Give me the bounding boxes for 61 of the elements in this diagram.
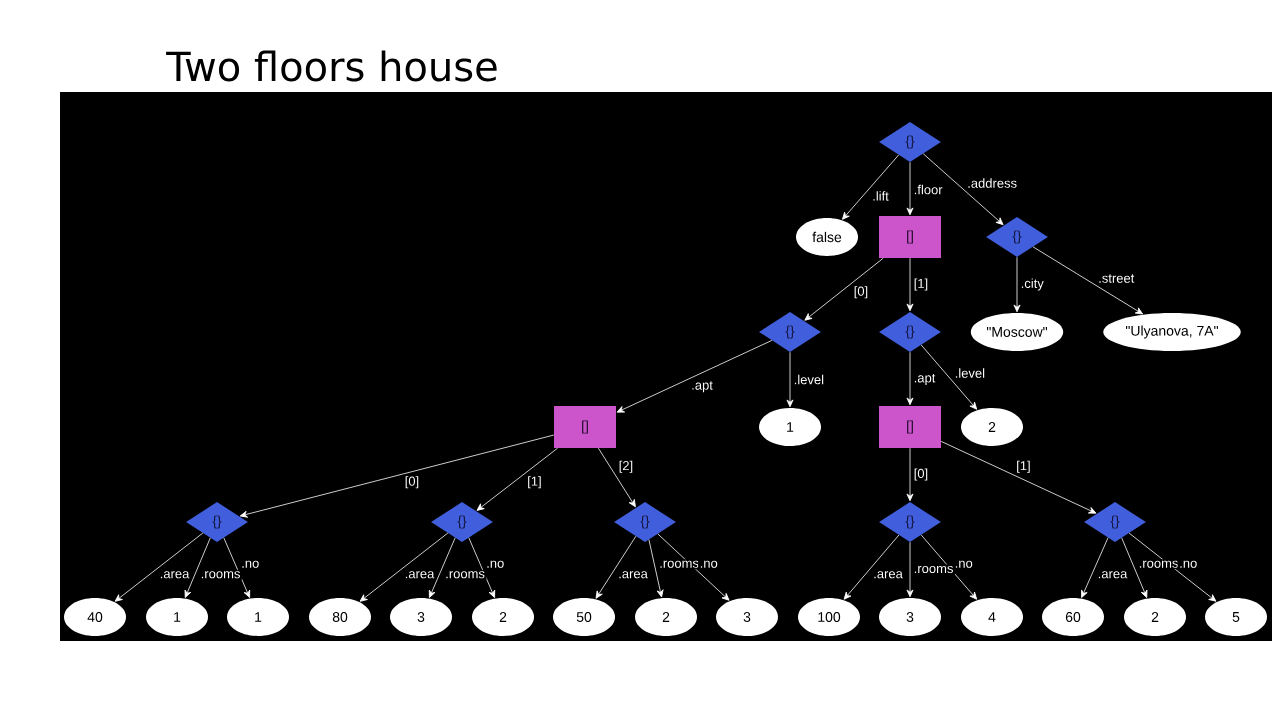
array-box: [] (554, 406, 616, 448)
arrow (1032, 246, 1144, 315)
edge-label: .no (239, 559, 261, 570)
diamond-node: {} (614, 502, 676, 542)
arrow (476, 447, 558, 511)
arrow (906, 541, 914, 598)
arrow (595, 535, 637, 599)
edge-label: .no (953, 559, 975, 570)
arrow (616, 340, 773, 413)
edge-label: .no (484, 559, 506, 570)
arrow (1013, 256, 1021, 313)
edge-label: .floor (912, 183, 945, 196)
arrow (1081, 537, 1109, 598)
arrow (842, 154, 900, 220)
arrow (920, 344, 978, 410)
diamond-node: {} (879, 122, 941, 162)
arrow (843, 534, 900, 600)
edge-label: .level (792, 373, 826, 386)
arrow (428, 537, 456, 598)
array-box: [] (879, 216, 941, 258)
edge-label: .apt (912, 372, 937, 387)
arrow (906, 351, 914, 406)
arrow (804, 257, 884, 321)
diamond-node: {} (879, 312, 941, 352)
arrow (598, 447, 636, 508)
arrow (922, 153, 1004, 226)
diamond-node: {} (186, 502, 248, 542)
diamond-node: {} (986, 217, 1048, 257)
arrow (648, 539, 664, 598)
edge-label: .no (698, 559, 720, 570)
arrow (786, 351, 794, 408)
edge-label: .rooms (912, 564, 955, 575)
arrow (223, 537, 251, 598)
arrow (114, 532, 204, 602)
arrow (468, 537, 496, 598)
edge-label: .rooms (443, 569, 487, 580)
edge-label: .area (158, 569, 191, 580)
arrow (1128, 532, 1217, 602)
edge-label: .area (1096, 569, 1129, 580)
diamond-node: {} (431, 502, 493, 542)
arrow (906, 257, 914, 312)
edge-label: .area (403, 569, 436, 580)
arrow (940, 441, 1097, 514)
title: Two floors house (166, 50, 497, 82)
edge-label: .rooms (1137, 559, 1180, 570)
arrow (657, 533, 730, 601)
diamond-node: {} (1084, 502, 1146, 542)
array-box: [] (879, 406, 941, 448)
arrow (1121, 537, 1148, 598)
edge-label: .no (1177, 559, 1199, 570)
edge-label: [2] (617, 459, 635, 475)
arrow (239, 434, 555, 518)
arrow (359, 532, 449, 602)
arrow (184, 537, 211, 598)
edge-label: .rooms (199, 569, 242, 580)
diamond-node: {} (759, 312, 821, 352)
arrow (906, 161, 914, 216)
diamond-node: {} (879, 502, 941, 542)
arrow (906, 447, 914, 502)
edge-label: .area (871, 569, 905, 580)
edge-label: .area (616, 569, 650, 580)
